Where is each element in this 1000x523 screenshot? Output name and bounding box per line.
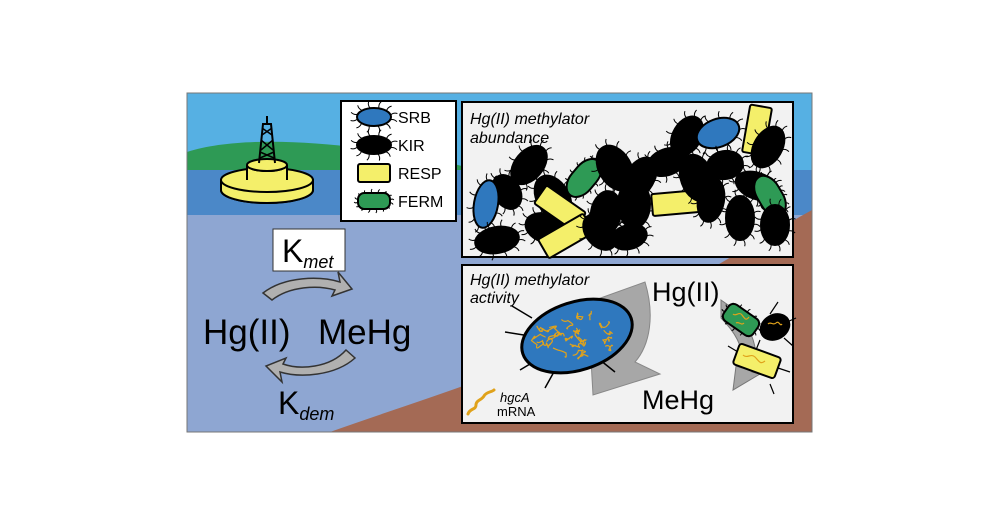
mrna-key: hgcA mRNA (466, 388, 536, 419)
legend-label-srb: SRB (398, 110, 431, 127)
hg-ii-label: Hg(II) (203, 313, 291, 352)
legend-resp-icon (357, 163, 391, 183)
community-kir-cell (611, 173, 657, 235)
community-kir-cell (504, 139, 554, 191)
activity-mehg-label: MeHg (642, 385, 714, 415)
active-resp-cell (727, 342, 791, 395)
legend: SRB KIR RESP FERM (340, 100, 457, 222)
legend-srb-icon (350, 101, 398, 133)
mrna-gene-label: hgcA (500, 390, 530, 405)
activity-title-line1: Hg(II) methylator (470, 272, 590, 289)
activity-hg-ii-label: Hg(II) (652, 277, 720, 307)
activity-panel: Hg(II) methylator activity Hg(II) (461, 264, 797, 424)
k-dem-label: Kdem (278, 385, 334, 424)
community-kir-cell (754, 198, 796, 252)
community-kir-cell (576, 207, 624, 257)
mehg-label: MeHg (318, 313, 411, 352)
abundance-panel: Hg(II) methylator abundance (461, 101, 796, 261)
community-srb-cell (466, 173, 506, 235)
buoy-icon (220, 116, 314, 204)
community-srb-cell (689, 110, 747, 156)
mrna-icon (466, 388, 496, 416)
cycle-diagram: Kmet Hg(II) MeHg Kdem (203, 228, 411, 424)
legend-kir-icon (350, 129, 398, 161)
active-kir-cell (755, 301, 797, 351)
legend-ferm-icon (353, 188, 395, 214)
active-srb-cell (504, 297, 634, 389)
legend-label-ferm: FERM (398, 194, 443, 211)
abundance-title-line2: abundance (470, 130, 549, 147)
outer-frame (186, 92, 813, 433)
mrna-word-label: mRNA (497, 404, 536, 419)
community-kir-cell (468, 219, 526, 261)
legend-label-kir: KIR (398, 138, 425, 155)
active-ferm-cell (721, 302, 761, 338)
legend-label-resp: RESP (398, 166, 442, 183)
abundance-title-line1: Hg(II) methylator (470, 111, 590, 128)
demethylation-arrow (264, 348, 357, 385)
k-met-box (272, 228, 346, 272)
k-met-label: Kmet (282, 233, 334, 272)
methylation-arrow (261, 271, 354, 301)
activity-title-line2: activity (470, 290, 520, 307)
